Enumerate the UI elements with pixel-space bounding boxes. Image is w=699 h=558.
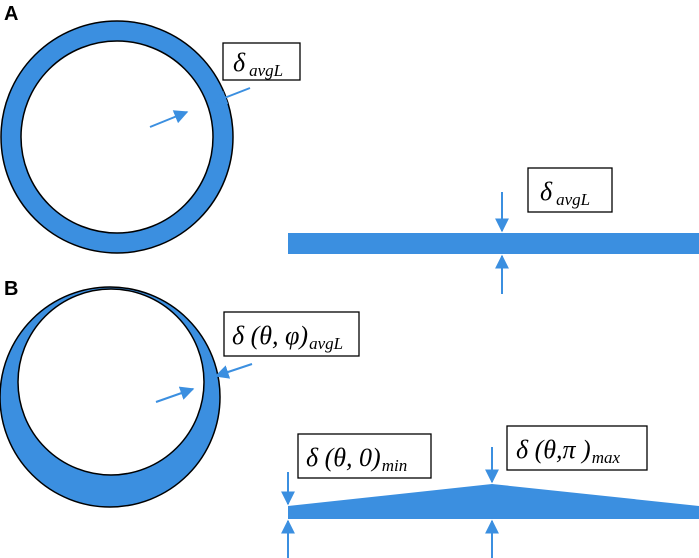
panel-a-unrolled-film [288,233,699,254]
panel-b-letter: B [4,278,18,300]
panel-b-nonuniform-film-circle [0,286,221,508]
inner-thickness-arrow [149,110,189,128]
inner-thickness-arrow-b [155,386,195,403]
outer-thickness-arrow [212,87,251,104]
panel-b-circle-label: δ (θ, φ)avgL [232,321,343,353]
panel-a-uniform-film-circle [0,20,234,254]
panel-b-min-label-box: δ (θ, 0)min [297,433,432,479]
panel-b-min-label: δ (θ, 0)min [306,443,407,475]
outer-thickness-arrow-b [214,363,253,379]
panel-b-unrolled-film [288,484,699,519]
inner-core-circle [20,40,214,234]
panel-b-circle-label-box: δ (θ, φ)avgL [223,311,360,357]
inner-core-circle [17,288,205,476]
panel-a-letter: A [4,3,18,25]
panel-b-max-label: δ (θ,π )max [516,435,620,467]
panel-b-max-label-box: δ (θ,π )max [506,425,648,471]
